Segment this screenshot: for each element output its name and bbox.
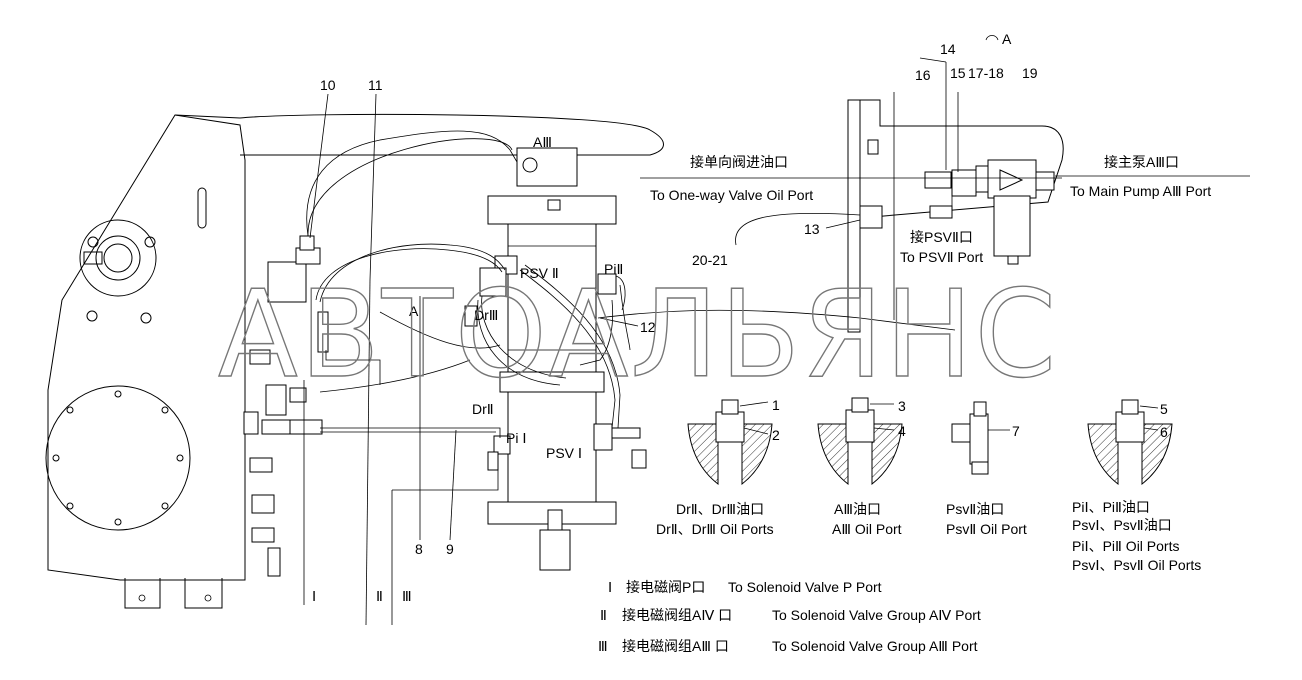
legend: Ⅰ 接电磁阀P口 To Solenoid Valve P Port Ⅱ 接电磁阀… [598, 579, 981, 654]
callout-20-21: 20-21 [692, 252, 728, 268]
callout-13: 13 [804, 221, 820, 237]
detail-a3-en: AⅢ Oil Port [832, 521, 902, 537]
label-check-valve-en: To One-way Valve Oil Port [650, 187, 813, 203]
view-arrow-icon [985, 35, 999, 41]
cylinder-assembly [464, 147, 647, 571]
detail-dr-cn: DrⅡ、DrⅢ油口 [676, 501, 764, 517]
callout-15: 15 [950, 65, 966, 81]
detail-a3-port [817, 397, 903, 486]
detail-psv2-port [951, 401, 989, 475]
callout-9: 9 [446, 541, 454, 557]
motor-flange [79, 219, 157, 324]
callout-12: 12 [640, 319, 656, 335]
label-view-arrow-a: A [1002, 31, 1012, 47]
leader-12-line [597, 309, 956, 331]
detail-dr-ports [687, 399, 773, 486]
detail-a3-cn: AⅢ油口 [834, 501, 881, 517]
label-roman-3: Ⅲ [402, 588, 412, 604]
detail-psv2-cn: PsvⅡ油口 [946, 501, 1004, 517]
detail-pi-en: PiⅠ、PiⅡ Oil Ports [1072, 538, 1179, 554]
pump-cover-plate [45, 385, 191, 531]
detail-psv-en: PsvⅠ、PsvⅡ Oil Ports [1072, 557, 1201, 573]
callout-3: 3 [898, 398, 906, 414]
label-psv2-port-en: To PSVⅡ Port [900, 249, 983, 265]
label-roman-1: Ⅰ [312, 588, 316, 604]
callout-6: 6 [1160, 424, 1168, 440]
label-main-pump-cn: 接主泵AⅢ口 [1104, 154, 1179, 170]
label-psv1: PSV Ⅰ [546, 445, 582, 461]
detail-pi-cn: PiⅠ、PiⅡ油口 [1072, 499, 1150, 515]
label-a-view: A [409, 303, 419, 319]
callout-2: 2 [772, 427, 780, 443]
legend-3-en: To Solenoid Valve Group AⅢ Port [772, 638, 978, 654]
label-main-pump-en: To Main Pump AⅢ Port [1070, 183, 1211, 199]
callout-16: 16 [915, 67, 931, 83]
callout-4: 4 [898, 423, 906, 439]
label-dr2: DrⅡ [472, 401, 494, 417]
callout-leaders [309, 57, 1159, 541]
label-roman-2: Ⅱ [376, 588, 383, 604]
label-pi1: Pi Ⅰ [506, 430, 526, 446]
leader-20-21 [735, 212, 861, 246]
detail-psv2-en: PsvⅡ Oil Port [946, 521, 1027, 537]
component-labels: AⅢ PSV Ⅱ PiⅡ DrⅢ A DrⅡ Pi Ⅰ PSV Ⅰ A 接单向阀… [312, 31, 1211, 604]
legend-2-en: To Solenoid Valve Group AⅣ Port [772, 607, 981, 623]
valve-block [847, 92, 1064, 333]
legend-1-en: To Solenoid Valve P Port [728, 579, 882, 595]
callout-19: 19 [1022, 65, 1038, 81]
label-psv2: PSV Ⅱ [520, 265, 559, 281]
callout-1: 1 [772, 397, 780, 413]
machine-frame [47, 113, 664, 609]
callout-7: 7 [1012, 423, 1020, 439]
callout-5: 5 [1160, 401, 1168, 417]
label-psv2-port-cn: 接PSVⅡ口 [910, 229, 973, 245]
label-check-valve-cn: 接单向阀进油口 [690, 154, 788, 170]
watermark-text: АВТОАЛЬЯНС [218, 266, 1058, 405]
callout-8: 8 [415, 541, 423, 557]
legend-3-cn: 接电磁阀组AⅢ 口 [622, 638, 729, 654]
left-fittings [243, 235, 329, 577]
callout-numbers: 1 2 3 4 5 6 7 8 9 10 11 12 13 14 15 16 1… [320, 41, 1168, 557]
hose-lines [303, 130, 631, 626]
callout-11: 11 [368, 77, 383, 93]
detail-pi-psv-ports [1087, 399, 1173, 486]
legend-1-cn: 接电磁阀P口 [626, 579, 705, 595]
label-a3-top: AⅢ [533, 134, 552, 150]
detail-captions: DrⅡ、DrⅢ油口 DrⅡ、DrⅢ Oil Ports AⅢ油口 AⅢ Oil … [656, 499, 1201, 573]
legend-2-cn: 接电磁阀组AⅣ 口 [622, 607, 732, 623]
label-dr3: DrⅢ [474, 307, 498, 323]
legend-3-num: Ⅲ [598, 638, 608, 654]
detail-dr-en: DrⅡ、DrⅢ Oil Ports [656, 521, 774, 537]
callout-10: 10 [320, 77, 336, 93]
legend-1-num: Ⅰ [608, 579, 612, 595]
label-pi2: PiⅡ [604, 261, 623, 277]
callout-14: 14 [940, 41, 956, 57]
callout-17-18: 17-18 [968, 65, 1004, 81]
detail-psv-cn: PsvⅠ、PsvⅡ油口 [1072, 517, 1172, 533]
legend-2-num: Ⅱ [600, 607, 607, 623]
